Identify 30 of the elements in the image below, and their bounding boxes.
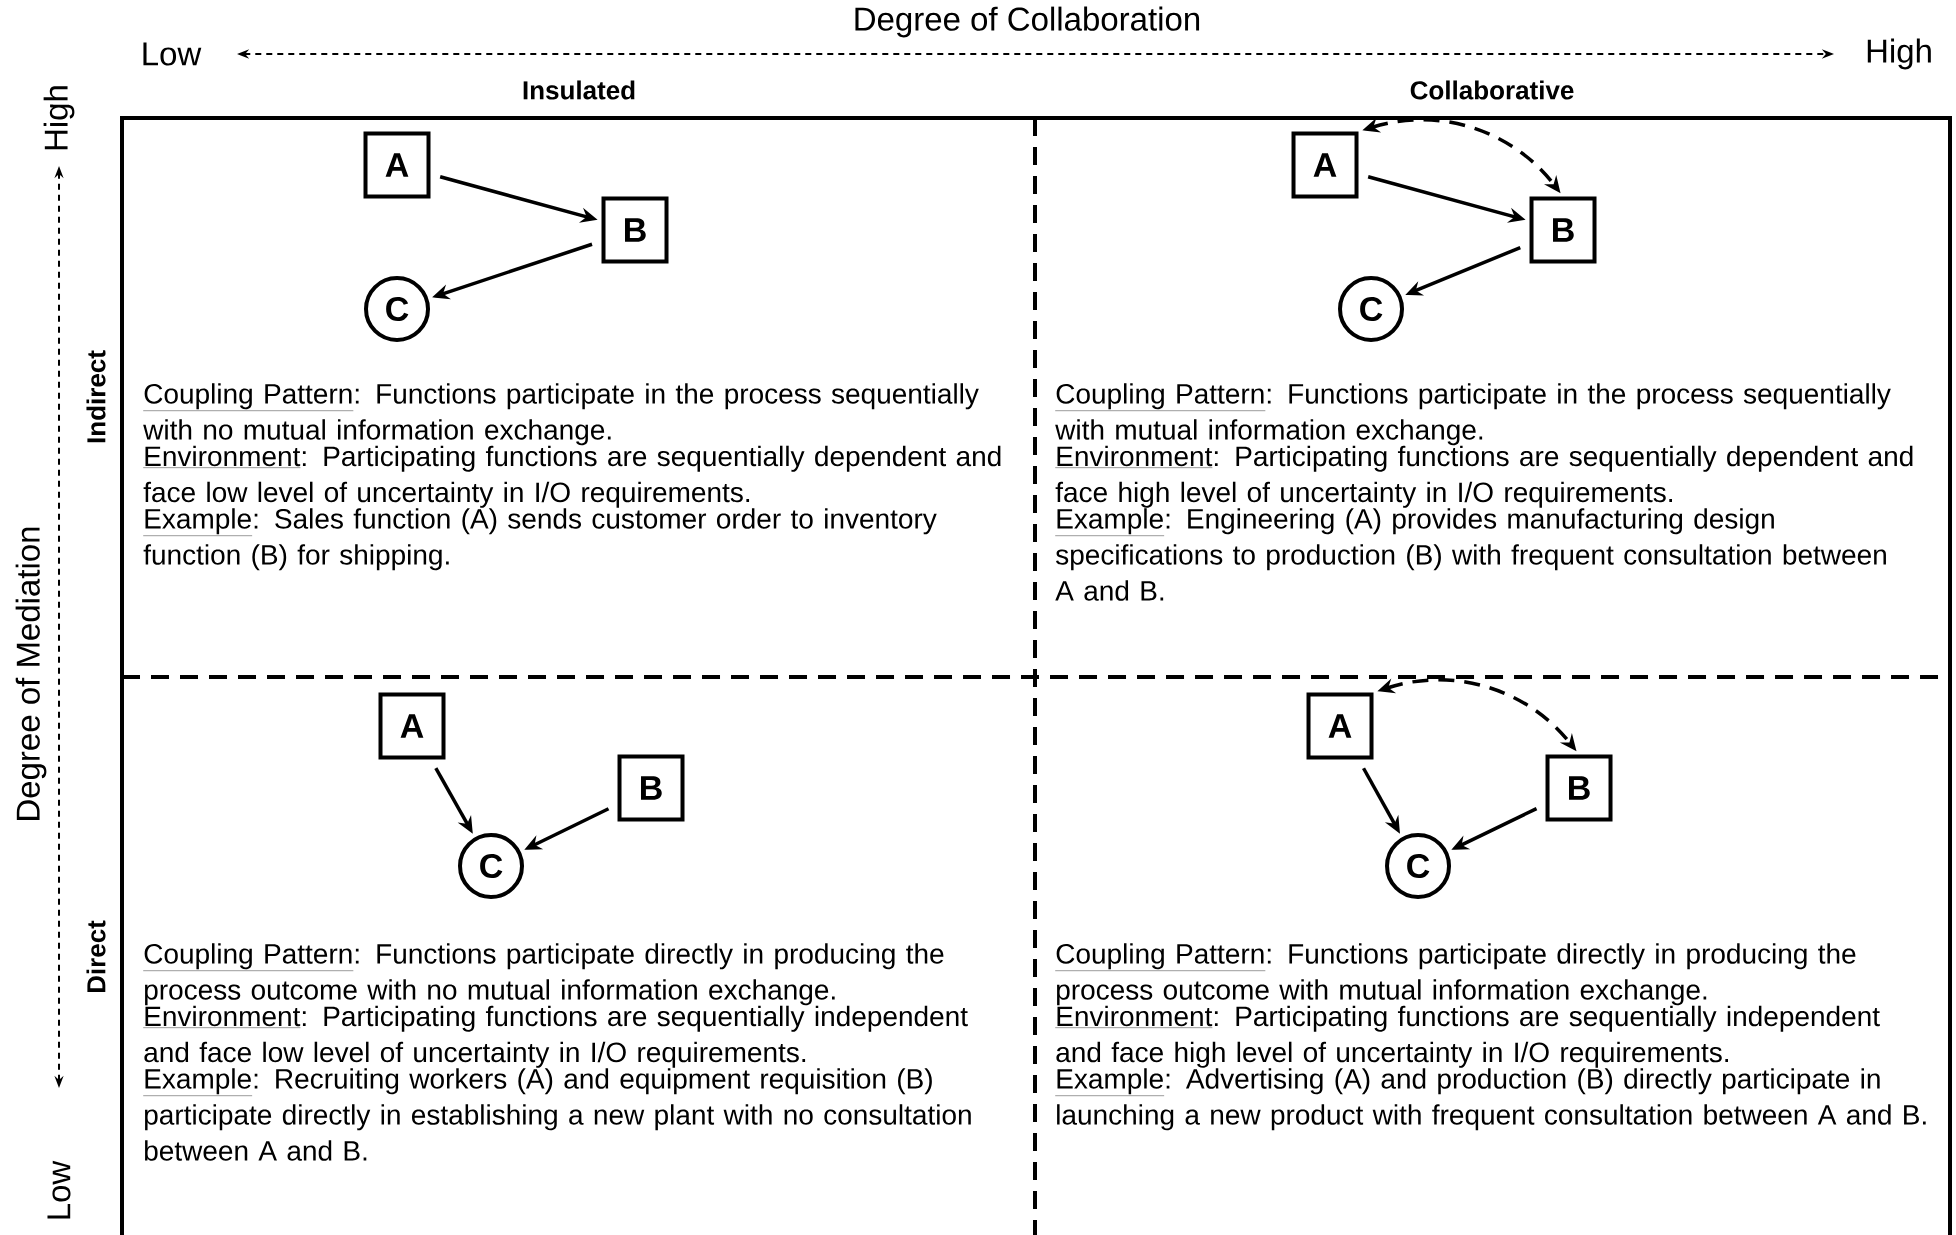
description-paragraph: Coupling Pattern: Functions participate directly in producing the process outcome with no mutual information exchange. — [143, 943, 944, 1006]
description-paragraph: Coupling Pattern: Functions participate in the process sequentially with no mutual information exchange. — [143, 383, 979, 446]
axis-end-label: Low — [143, 42, 202, 66]
description-paragraph: Coupling Pattern: Functions participate in the process sequentially with mutual information exchange. — [1055, 383, 1891, 446]
function-box: A — [378, 692, 446, 760]
axis-end-label: High — [43, 86, 75, 150]
description-paragraph: Example: Recruiting workers (A) and equipment requisition (B) participate directly in establishing a new plant with no consultation between A and B. — [143, 1068, 971, 1161]
function-box: A — [1306, 692, 1374, 760]
description-paragraph: Environment: Participating functions are sequentially independent and face low level of uncertainty in I/O requirements. — [143, 1005, 968, 1068]
description-paragraph: Environment: Participating functions are sequentially dependent and face high level of uncertainty in I/O requirements. — [1055, 445, 1913, 508]
axis-end-label: High — [1867, 38, 1931, 70]
function-box: B — [1545, 754, 1613, 822]
function-box: B — [617, 754, 685, 822]
axis-end-label: Low — [47, 1160, 71, 1219]
row-heading: Indirect — [86, 350, 106, 443]
description-paragraph: Coupling Pattern: Functions participate directly in producing the process outcome with mutual information exchange. — [1055, 943, 1856, 1006]
description-paragraph: Environment: Participating functions are sequentially dependent and face low level of uncertainty in I/O requirements. — [143, 445, 1001, 508]
column-heading: Collaborative — [1410, 80, 1574, 100]
description-paragraph: Example: Advertising (A) and production (B) directly participate in launching a new product with frequent consultation between A and B. — [1055, 1068, 1926, 1131]
description-paragraph: Environment: Participating functions are sequentially independent and face high level of uncertainty in I/O requirements. — [1055, 1005, 1880, 1068]
description-paragraph: Example: Engineering (A) provides manufacturing design specifications to production (B) with frequent consultation between A and B. — [1055, 508, 1886, 601]
function-box: B — [1529, 196, 1597, 264]
function-box: B — [601, 196, 669, 264]
axis-title: Degree of Mediation — [15, 527, 47, 820]
axis-title: Degree of Collaboration — [855, 6, 1200, 38]
function-box: A — [363, 131, 431, 199]
function-box: A — [1291, 131, 1359, 199]
description-paragraph: Example: Sales function (A) sends customer order to inventory function (B) for shipping. — [143, 508, 937, 571]
column-heading: Insulated — [523, 80, 635, 100]
row-heading: Direct — [86, 920, 106, 993]
